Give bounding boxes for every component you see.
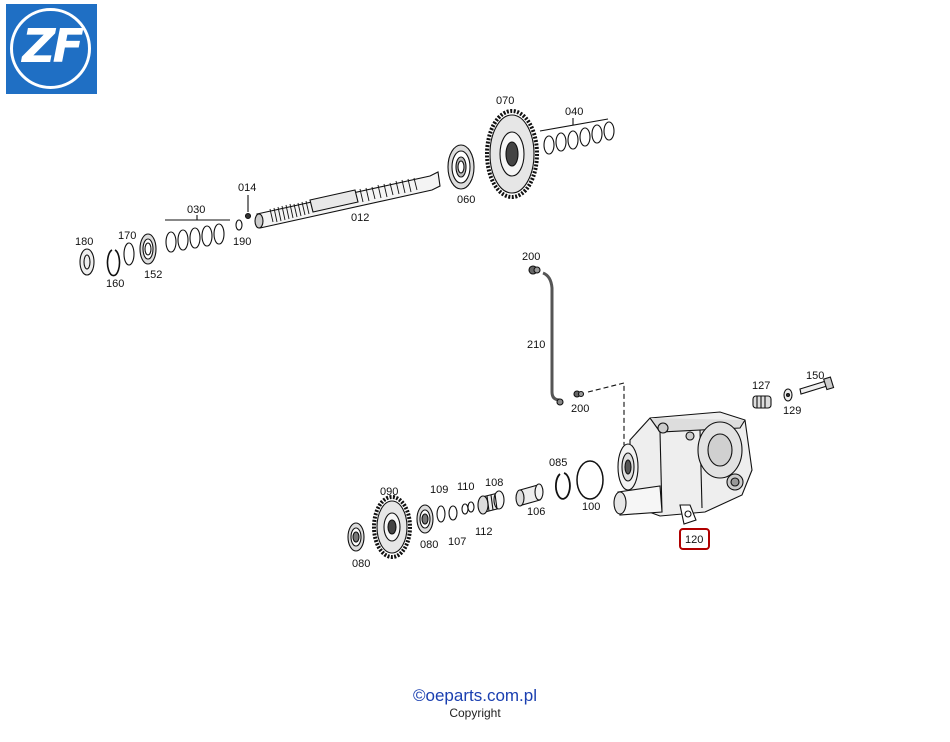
- logo-text: ZF: [22, 19, 84, 73]
- label-129: 129: [783, 405, 801, 417]
- label-012: 012: [351, 212, 369, 224]
- part-014-ball: [244, 195, 252, 220]
- label-180: 180: [75, 236, 93, 248]
- label-060: 060: [457, 194, 475, 206]
- label-210: 210: [527, 339, 545, 351]
- site-name: oeparts.com.pl: [425, 686, 538, 705]
- label-160: 160: [106, 278, 124, 290]
- logo-ring: [10, 8, 91, 89]
- label-109: 109: [430, 484, 448, 496]
- label-190: 190: [233, 236, 251, 248]
- label-030: 030: [187, 204, 205, 216]
- label-110: 110: [457, 481, 475, 493]
- label-080-left: 080: [352, 558, 370, 570]
- part-200-fitting-top: [528, 265, 541, 275]
- part-012-main-shaft: [254, 171, 441, 229]
- label-106: 106: [527, 506, 545, 518]
- label-040: 040: [565, 106, 583, 118]
- part-090-gear: [372, 495, 412, 559]
- label-127: 127: [752, 380, 770, 392]
- part-080-bearing-left: [347, 522, 365, 552]
- copyright-text: Copyright: [449, 706, 501, 720]
- label-150: 150: [806, 370, 824, 382]
- part-080-bearing-right: [416, 504, 434, 534]
- site-link[interactable]: ©oeparts.com.pl: [360, 687, 590, 705]
- copyright-symbol: ©: [412, 686, 426, 705]
- part-100-o-ring: [576, 460, 604, 500]
- part-030-shims: [165, 215, 230, 253]
- label-085: 085: [549, 457, 567, 469]
- part-060-bearing: [447, 144, 475, 190]
- part-190-ring: [235, 219, 243, 231]
- label-200-bottom: 200: [571, 403, 589, 415]
- part-112-ring: [467, 501, 475, 513]
- part-109-ring: [436, 505, 446, 523]
- label-108: 108: [485, 477, 503, 489]
- part-200-fitting-bottom: [573, 390, 585, 398]
- part-040-shims: [539, 118, 615, 155]
- label-120[interactable]: 120: [685, 534, 703, 546]
- part-180-washer: [79, 248, 95, 276]
- label-100: 100: [582, 501, 600, 513]
- part-160-snap-ring: [106, 249, 121, 277]
- part-129-washer: [783, 388, 793, 402]
- label-152: 152: [144, 269, 162, 281]
- part-106-sleeve: [515, 483, 544, 507]
- part-152-bearing: [139, 233, 157, 265]
- pump-housing: [613, 411, 753, 525]
- part-110-ring: [461, 503, 469, 515]
- label-070: 070: [496, 95, 514, 107]
- footer: ©oeparts.com.pl Copyright: [360, 687, 590, 721]
- label-014: 014: [238, 182, 256, 194]
- label-107: 107: [448, 536, 466, 548]
- leader-dashed: [587, 382, 625, 445]
- part-170-ring: [123, 242, 135, 266]
- part-150-bolt: [799, 376, 835, 395]
- part-085-snap-ring: [554, 472, 571, 500]
- zf-logo: ZF: [6, 4, 97, 94]
- part-127-plug: [752, 395, 772, 409]
- label-112: 112: [475, 526, 493, 538]
- label-170: 170: [118, 230, 136, 242]
- label-200-top: 200: [522, 251, 540, 263]
- label-080-right: 080: [420, 539, 438, 551]
- part-107-ring: [448, 505, 458, 521]
- part-070-gear: [485, 109, 539, 199]
- part-108-splined-sleeve: [477, 490, 505, 515]
- label-090: 090: [380, 486, 398, 498]
- part-210-oil-pipe: [542, 271, 564, 406]
- part-120-highlight-box[interactable]: [679, 528, 710, 550]
